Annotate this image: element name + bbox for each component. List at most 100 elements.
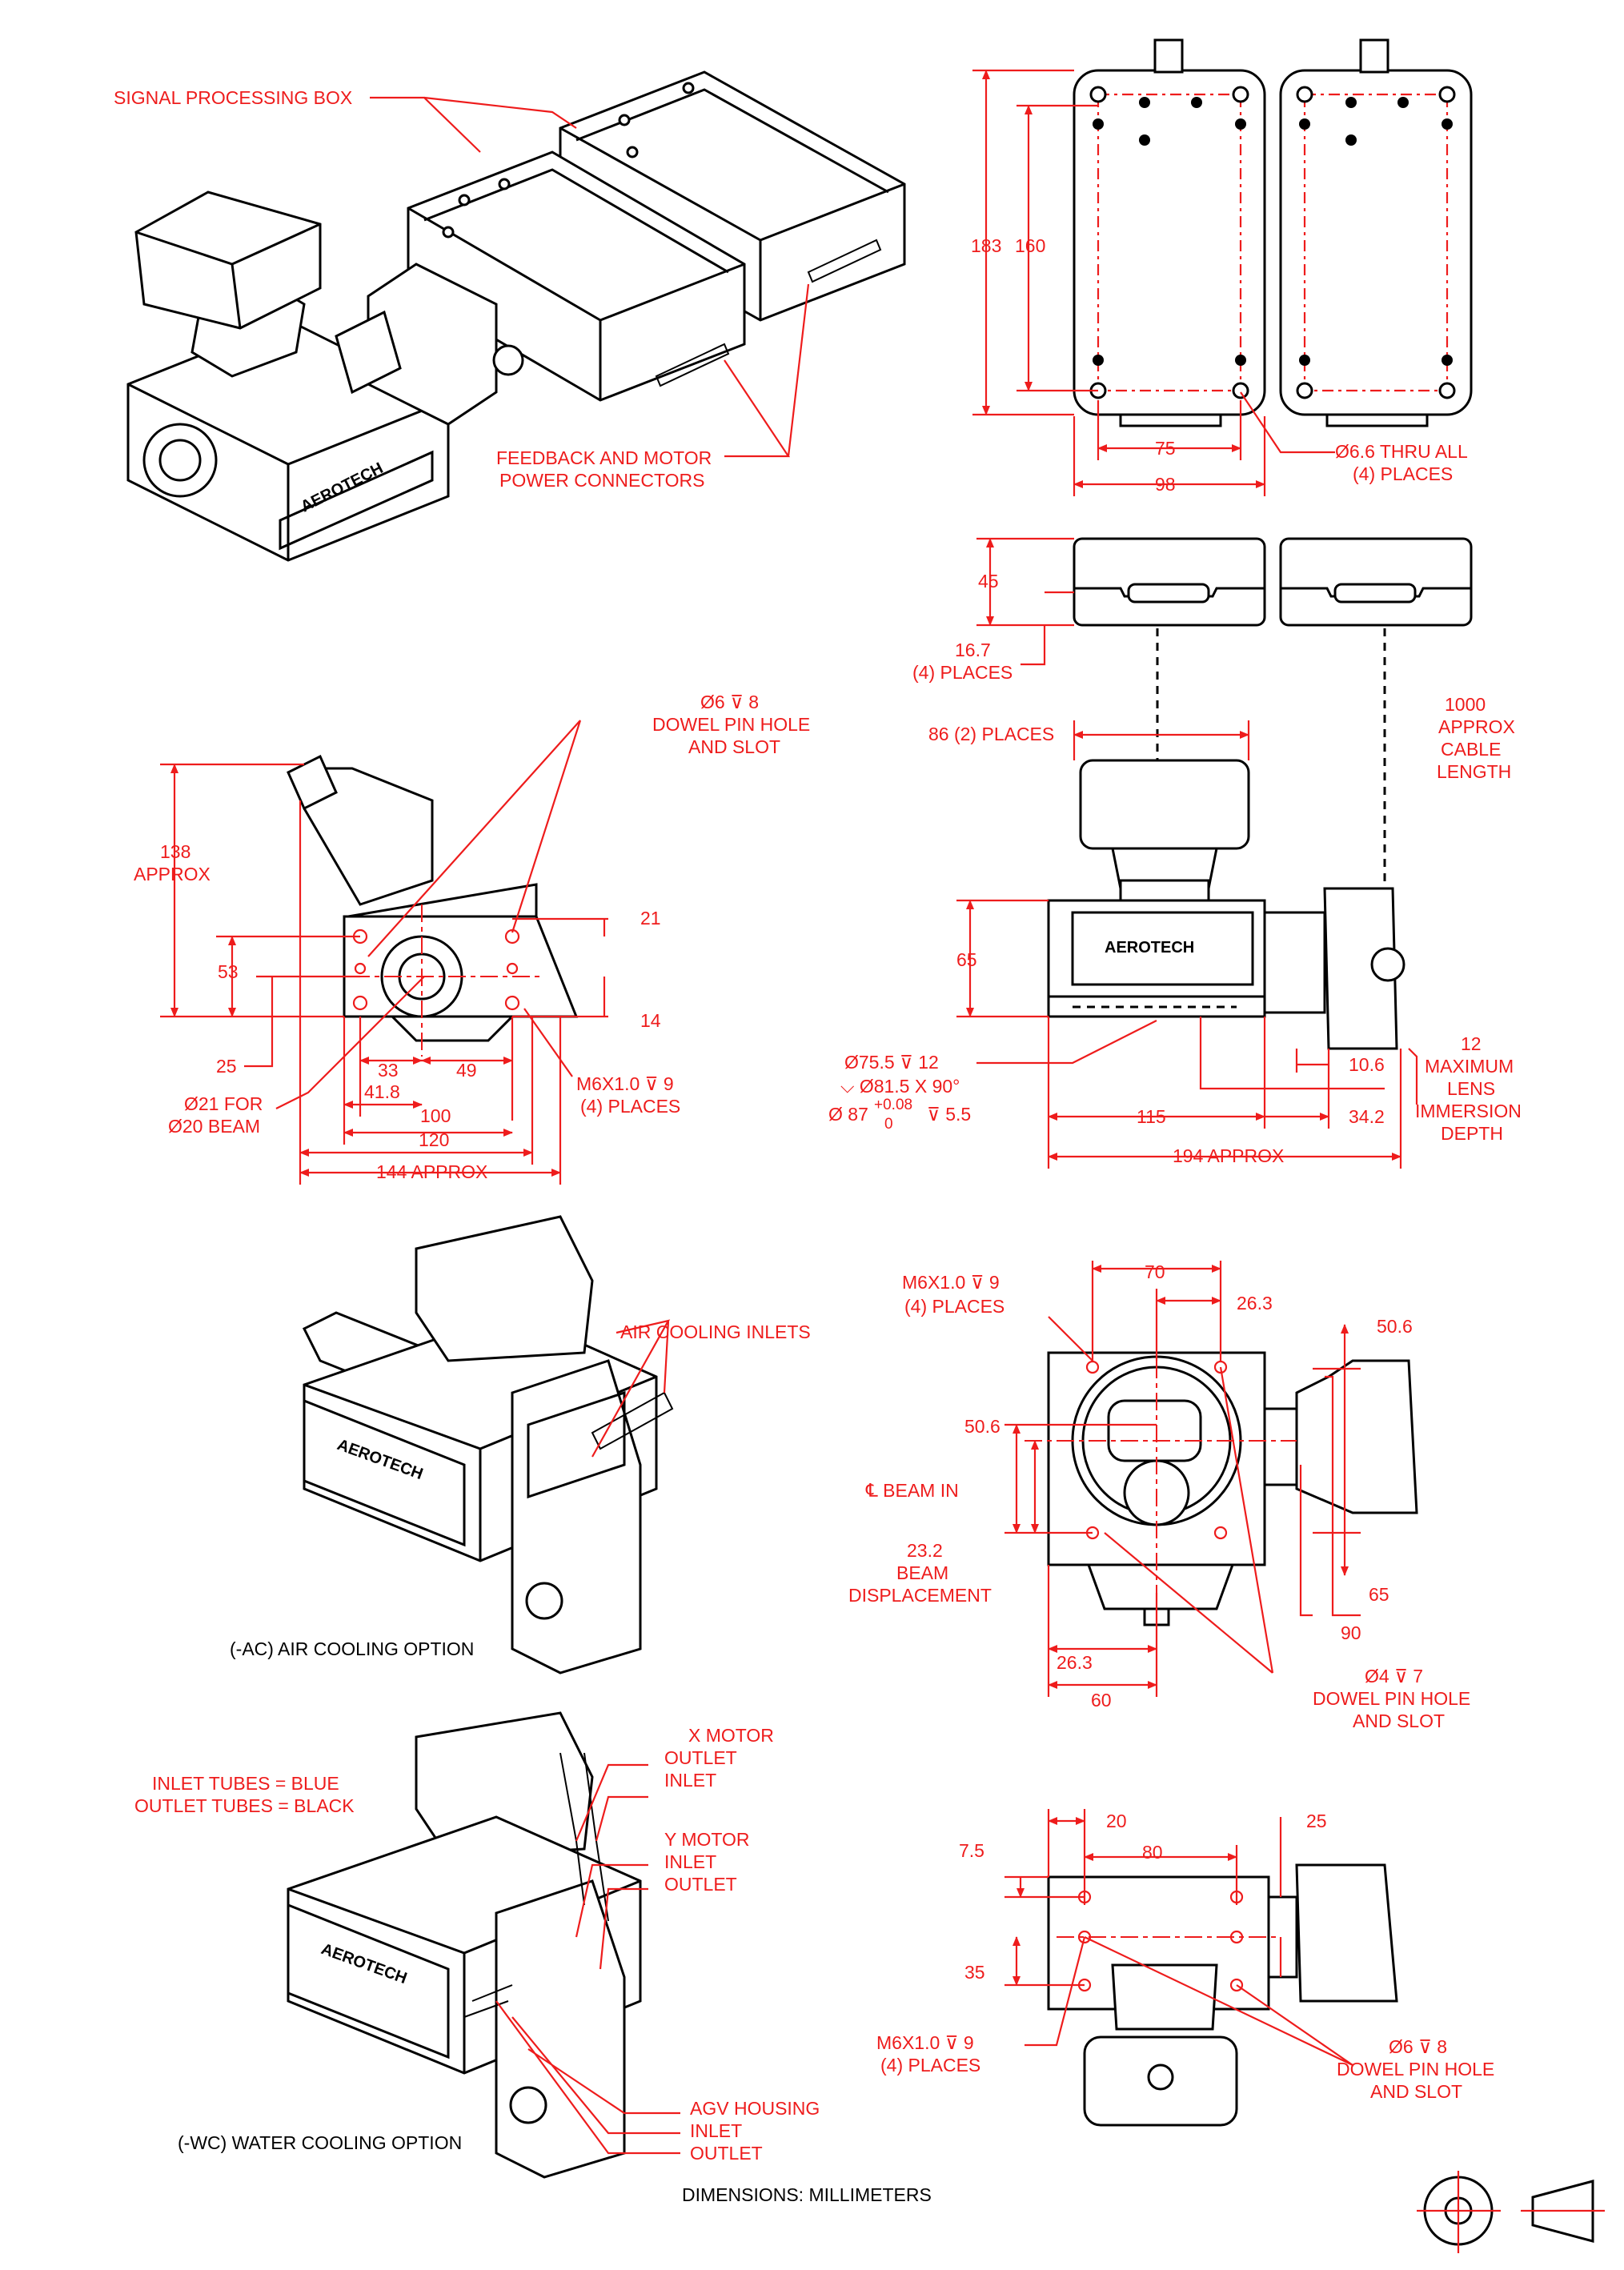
dim-60: 60 bbox=[1091, 1690, 1112, 1711]
dim-50-6b: 50.6 bbox=[964, 1416, 1000, 1437]
dim-20: 20 bbox=[1106, 1811, 1127, 1831]
dim-120: 120 bbox=[419, 1129, 449, 1150]
iso-view-main: AEROTECH bbox=[126, 70, 906, 562]
agv-1: AGV HOUSING bbox=[690, 2098, 820, 2119]
m6-c-2: (4) PLACES bbox=[880, 2055, 980, 2075]
dowel-b-2: DOWEL PIN HOLE bbox=[1313, 1688, 1470, 1709]
dim-49: 49 bbox=[456, 1060, 477, 1081]
label-units: DIMENSIONS: MILLIMETERS bbox=[682, 2184, 932, 2205]
dim-86: 86 (2) PLACES bbox=[928, 724, 1054, 744]
xm-2: OUTLET bbox=[664, 1747, 737, 1768]
lens-4: IMMERSION bbox=[1415, 1101, 1522, 1121]
dowel-a-1: Ø6 ⊽ 8 bbox=[700, 692, 759, 712]
bore-3b: +0.08 bbox=[874, 1097, 912, 1113]
dim-65b: 65 bbox=[1369, 1584, 1389, 1605]
label-signal-processing-box: SIGNAL PROCESSING BOX bbox=[114, 87, 352, 108]
m6-c-1: M6X1.0 ⊽ 9 bbox=[876, 2032, 974, 2053]
dim-21: 21 bbox=[640, 908, 661, 928]
screw-dot bbox=[1191, 97, 1202, 108]
dim-138a: 138 bbox=[160, 841, 190, 862]
label-thru-1: Ø6.6 THRU ALL bbox=[1335, 441, 1468, 462]
dowel-c-1: Ø6 ⊽ 8 bbox=[1389, 2036, 1447, 2057]
left-front-view bbox=[287, 754, 579, 1057]
xm-3: INLET bbox=[664, 1770, 716, 1791]
bore-3c: 0 bbox=[884, 1116, 893, 1133]
label-air-option: (-AC) AIR COOLING OPTION bbox=[230, 1638, 474, 1659]
dim-26-3b: 26.3 bbox=[1057, 1652, 1093, 1673]
dim-53: 53 bbox=[218, 961, 239, 982]
dim-7-5: 7.5 bbox=[959, 1840, 984, 1861]
dim-25b: 25 bbox=[1306, 1811, 1327, 1831]
screw-dot bbox=[1442, 118, 1453, 130]
m6-a-2: (4) PLACES bbox=[580, 1096, 680, 1117]
mounting-hole bbox=[1438, 382, 1456, 399]
mounting-hole bbox=[1232, 86, 1249, 103]
bore-3a: Ø 87 bbox=[828, 1104, 868, 1125]
annotations: SIGNAL PROCESSING BOX FEEDBACK AND MOTOR… bbox=[114, 87, 1522, 2205]
ym-3: OUTLET bbox=[664, 1874, 737, 1895]
dim-25a: 25 bbox=[216, 1056, 237, 1077]
cable-3: CABLE bbox=[1441, 739, 1501, 760]
dim-115: 115 bbox=[1137, 1106, 1166, 1127]
dim-34-2: 34.2 bbox=[1349, 1106, 1385, 1127]
screw-dot bbox=[1397, 97, 1409, 108]
label-feedback-1: FEEDBACK AND MOTOR bbox=[496, 447, 712, 468]
label-air-inlets: AIR COOLING INLETS bbox=[620, 1321, 811, 1342]
dowel-b-3: AND SLOT bbox=[1353, 1711, 1445, 1731]
dowel-b-1: Ø4 ⊽ 7 bbox=[1365, 1666, 1423, 1686]
cable-4: LENGTH bbox=[1437, 761, 1511, 782]
cable-1: 1000 bbox=[1445, 694, 1486, 715]
beam-2: Ø20 BEAM bbox=[168, 1116, 260, 1137]
dim-194: 194 APPROX bbox=[1173, 1145, 1284, 1166]
projection-symbol bbox=[1417, 2171, 1605, 2253]
dim-75: 75 bbox=[1155, 438, 1176, 459]
xm-1: X MOTOR bbox=[688, 1725, 774, 1746]
bore-2: ⌵ Ø81.5 X 90° bbox=[840, 1076, 960, 1097]
disp-1: 23.2 bbox=[907, 1540, 943, 1561]
dim-100: 100 bbox=[420, 1105, 451, 1126]
dim-26-3a: 26.3 bbox=[1237, 1293, 1273, 1313]
beam-1: Ø21 FOR bbox=[184, 1093, 263, 1114]
screw-dot bbox=[1093, 118, 1104, 130]
bottom-view bbox=[1025, 1329, 1418, 1626]
dim-41-8: 41.8 bbox=[364, 1081, 400, 1102]
bore-3d: ⊽ 5.5 bbox=[927, 1104, 971, 1125]
label-feedback-2: POWER CONNECTORS bbox=[499, 470, 704, 491]
dimension-lines bbox=[160, 69, 1418, 2155]
signal-box-side-view bbox=[1073, 537, 1473, 912]
label-thru-2: (4) PLACES bbox=[1353, 463, 1453, 484]
lens-5: DEPTH bbox=[1441, 1123, 1503, 1144]
mounting-hole bbox=[1089, 86, 1107, 103]
front-view: AEROTECH bbox=[1047, 759, 1405, 1050]
dim-14: 14 bbox=[640, 1010, 661, 1031]
iso-water-cooling: AEROTECH bbox=[287, 1711, 642, 2179]
iso-air-cooling: AEROTECH bbox=[302, 1215, 674, 1674]
screw-dot bbox=[1139, 97, 1150, 108]
screw-dot bbox=[1442, 355, 1453, 366]
screw-dot bbox=[1345, 134, 1357, 146]
m6-b-2: (4) PLACES bbox=[904, 1296, 1004, 1317]
ym-1: Y MOTOR bbox=[664, 1829, 750, 1850]
dim-160: 160 bbox=[1015, 235, 1045, 256]
agv-3: OUTLET bbox=[690, 2143, 763, 2164]
dowel-c-3: AND SLOT bbox=[1370, 2081, 1462, 2102]
m6-a-1: M6X1.0 ⊽ 9 bbox=[576, 1073, 674, 1094]
lens-2: MAXIMUM bbox=[1425, 1056, 1514, 1077]
dim-90: 90 bbox=[1341, 1622, 1361, 1643]
dowel-c-2: DOWEL PIN HOLE bbox=[1337, 2059, 1494, 2079]
screw-dot bbox=[1345, 97, 1357, 108]
dim-144: 144 APPROX bbox=[376, 1161, 487, 1182]
agv-2: INLET bbox=[690, 2120, 742, 2141]
screw-dot bbox=[1235, 118, 1246, 130]
disp-3: DISPLACEMENT bbox=[848, 1585, 992, 1606]
dim-70: 70 bbox=[1145, 1261, 1165, 1282]
dim-183: 183 bbox=[971, 235, 1001, 256]
mounting-hole bbox=[1296, 86, 1313, 103]
screw-dot bbox=[1299, 118, 1310, 130]
dim-65a: 65 bbox=[956, 949, 977, 970]
screw-dot bbox=[1093, 355, 1104, 366]
screw-dot bbox=[1299, 355, 1310, 366]
dowel-a-3: AND SLOT bbox=[688, 736, 780, 757]
cable-2: APPROX bbox=[1438, 716, 1515, 737]
